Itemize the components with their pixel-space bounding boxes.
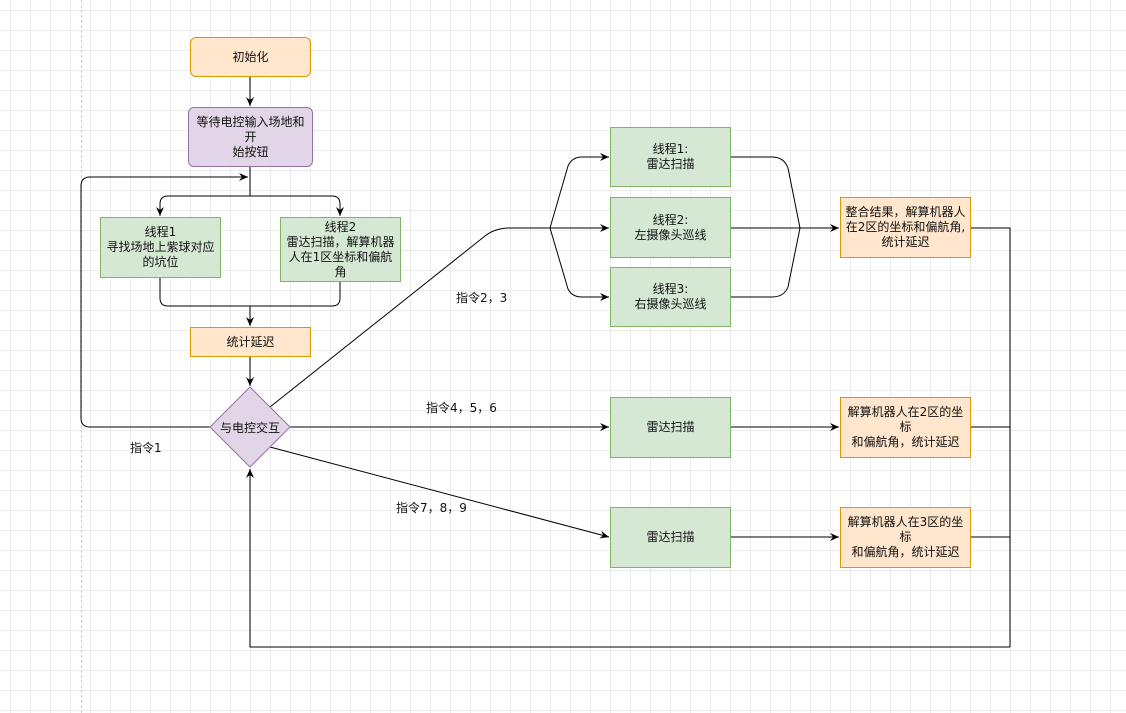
thread1-node[interactable]: 线程1 寻找场地上紫球对应 的坑位 (100, 217, 221, 278)
edge-return-loop (246, 469, 1010, 648)
stats-node[interactable]: 统计延迟 (190, 327, 311, 357)
solve-zone2-node[interactable]: 解算机器人在2区的坐标 和偏航角，统计延迟 (840, 397, 971, 458)
edge-label-cmd456: 指令4，5，6 (426, 401, 497, 415)
thread2-node[interactable]: 线程2 雷达扫描，解算机器 人在1区坐标和偏航角 (280, 217, 401, 282)
edge-cmd23 (269, 227, 550, 408)
edge-fan-top (549, 153, 609, 229)
wait-node[interactable]: 等待电控输入场地和开 始按钮 (188, 107, 313, 167)
edge-label-cmd789: 指令7，8，9 (396, 501, 467, 515)
edge-cmd789 (269, 446, 610, 539)
edge-cmd1-loop (80, 173, 248, 428)
edge-label-cmd23: 指令2，3 (456, 291, 508, 305)
interact-diamond (209, 386, 291, 468)
camera-right-thread-node[interactable]: 线程3: 右摄像头巡线 (610, 267, 731, 327)
edge-split-right (250, 195, 344, 216)
camera-left-thread-node[interactable]: 线程2: 左摄像头巡线 (610, 197, 731, 258)
init-node[interactable]: 初始化 (190, 37, 311, 77)
edge-split-left (156, 195, 250, 216)
edge-thread1-join (159, 278, 250, 307)
edge-merge-top (731, 156, 801, 229)
edge-thread2-join (250, 282, 341, 307)
edge-merge-bot (731, 227, 801, 298)
radar-thread1-node[interactable]: 线程1: 雷达扫描 (610, 127, 731, 187)
merge-node[interactable]: 整合结果，解算机器人 在2区的坐标和偏航角, 统计延迟 (840, 197, 971, 258)
edge-label-cmd1: 指令1 (130, 441, 162, 455)
radar-scan-low-node[interactable]: 雷达扫描 (610, 507, 731, 568)
solve-zone3-node[interactable]: 解算机器人在3区的坐标 和偏航角，统计延迟 (840, 507, 971, 568)
radar-scan-mid-node[interactable]: 雷达扫描 (610, 397, 731, 458)
interact-label[interactable]: 与电控交互 (219, 420, 280, 435)
edge-fan-bot (549, 227, 609, 301)
edge-return-merge (971, 227, 1011, 647)
